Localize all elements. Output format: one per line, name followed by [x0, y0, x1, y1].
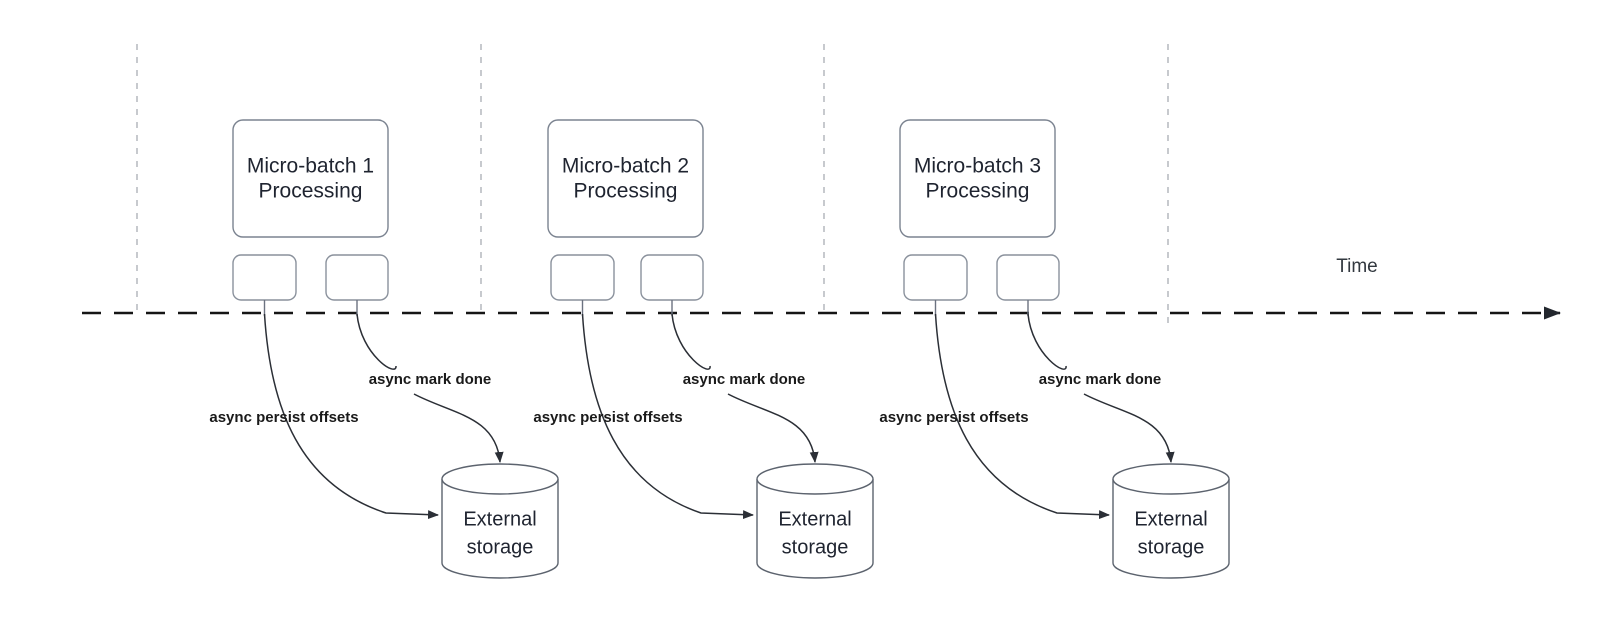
persist-offsets-label-1: async persist offsets — [209, 409, 358, 426]
persist-offsets-label-3: async persist offsets — [879, 409, 1028, 426]
micro-batch-title-2: Micro-batch 2 — [562, 155, 689, 178]
external-storage-subtitle-3: storage — [1138, 536, 1205, 558]
external-storage-cylinder-top-2 — [756, 463, 874, 495]
timeline-dividers — [136, 44, 1169, 327]
external-storage-cylinder-body-1[interactable] — [441, 479, 559, 579]
persist-offsets-arrow-1 — [263, 313, 439, 520]
persist-offsets-arrow-3 — [934, 313, 1110, 520]
external-storage-cylinder-top-1 — [441, 463, 559, 495]
external-storage-subtitle-1: storage — [467, 536, 534, 558]
task-box-2-2[interactable] — [640, 254, 704, 301]
external-storage-cylinder-body-2[interactable] — [756, 479, 874, 579]
task-box-3-1[interactable] — [903, 254, 968, 301]
external-storage-cylinder-body-3[interactable] — [1112, 479, 1230, 579]
task-box-2-1[interactable] — [550, 254, 615, 301]
micro-batch-box-2[interactable] — [547, 119, 704, 238]
external-storage-title-2: External — [778, 508, 851, 530]
mark-done-arrow-1 — [356, 313, 500, 462]
mark-done-label-1: async mark done — [369, 371, 492, 388]
micro-batch-subtitle-3: Processing — [926, 180, 1030, 203]
external-storage-cylinder-top-3 — [1112, 463, 1230, 495]
persist-offsets-label-2: async persist offsets — [533, 409, 682, 426]
mark-done-arrow-3 — [1027, 313, 1171, 462]
external-storage-title-1: External — [463, 508, 536, 530]
task-box-1-2[interactable] — [325, 254, 389, 301]
micro-batch-subtitle-2: Processing — [574, 180, 678, 203]
task-box-3-2[interactable] — [996, 254, 1060, 301]
micro-batch-box-3[interactable] — [899, 119, 1056, 238]
external-storage-subtitle-2: storage — [782, 536, 849, 558]
time-axis-label: Time — [1336, 256, 1378, 277]
mark-done-label-3: async mark done — [1039, 371, 1162, 388]
micro-batch-title-3: Micro-batch 3 — [914, 155, 1041, 178]
mark-done-arrow-2 — [671, 313, 815, 462]
persist-offsets-arrow-2 — [581, 313, 754, 520]
mark-done-label-2: async mark done — [683, 371, 806, 388]
micro-batch-subtitle-1: Processing — [259, 180, 363, 203]
task-box-1-1[interactable] — [232, 254, 297, 301]
micro-batch-box-1[interactable] — [232, 119, 389, 238]
external-storage-title-3: External — [1134, 508, 1207, 530]
micro-batch-title-1: Micro-batch 1 — [247, 155, 374, 178]
time-axis: Time — [82, 256, 1561, 320]
